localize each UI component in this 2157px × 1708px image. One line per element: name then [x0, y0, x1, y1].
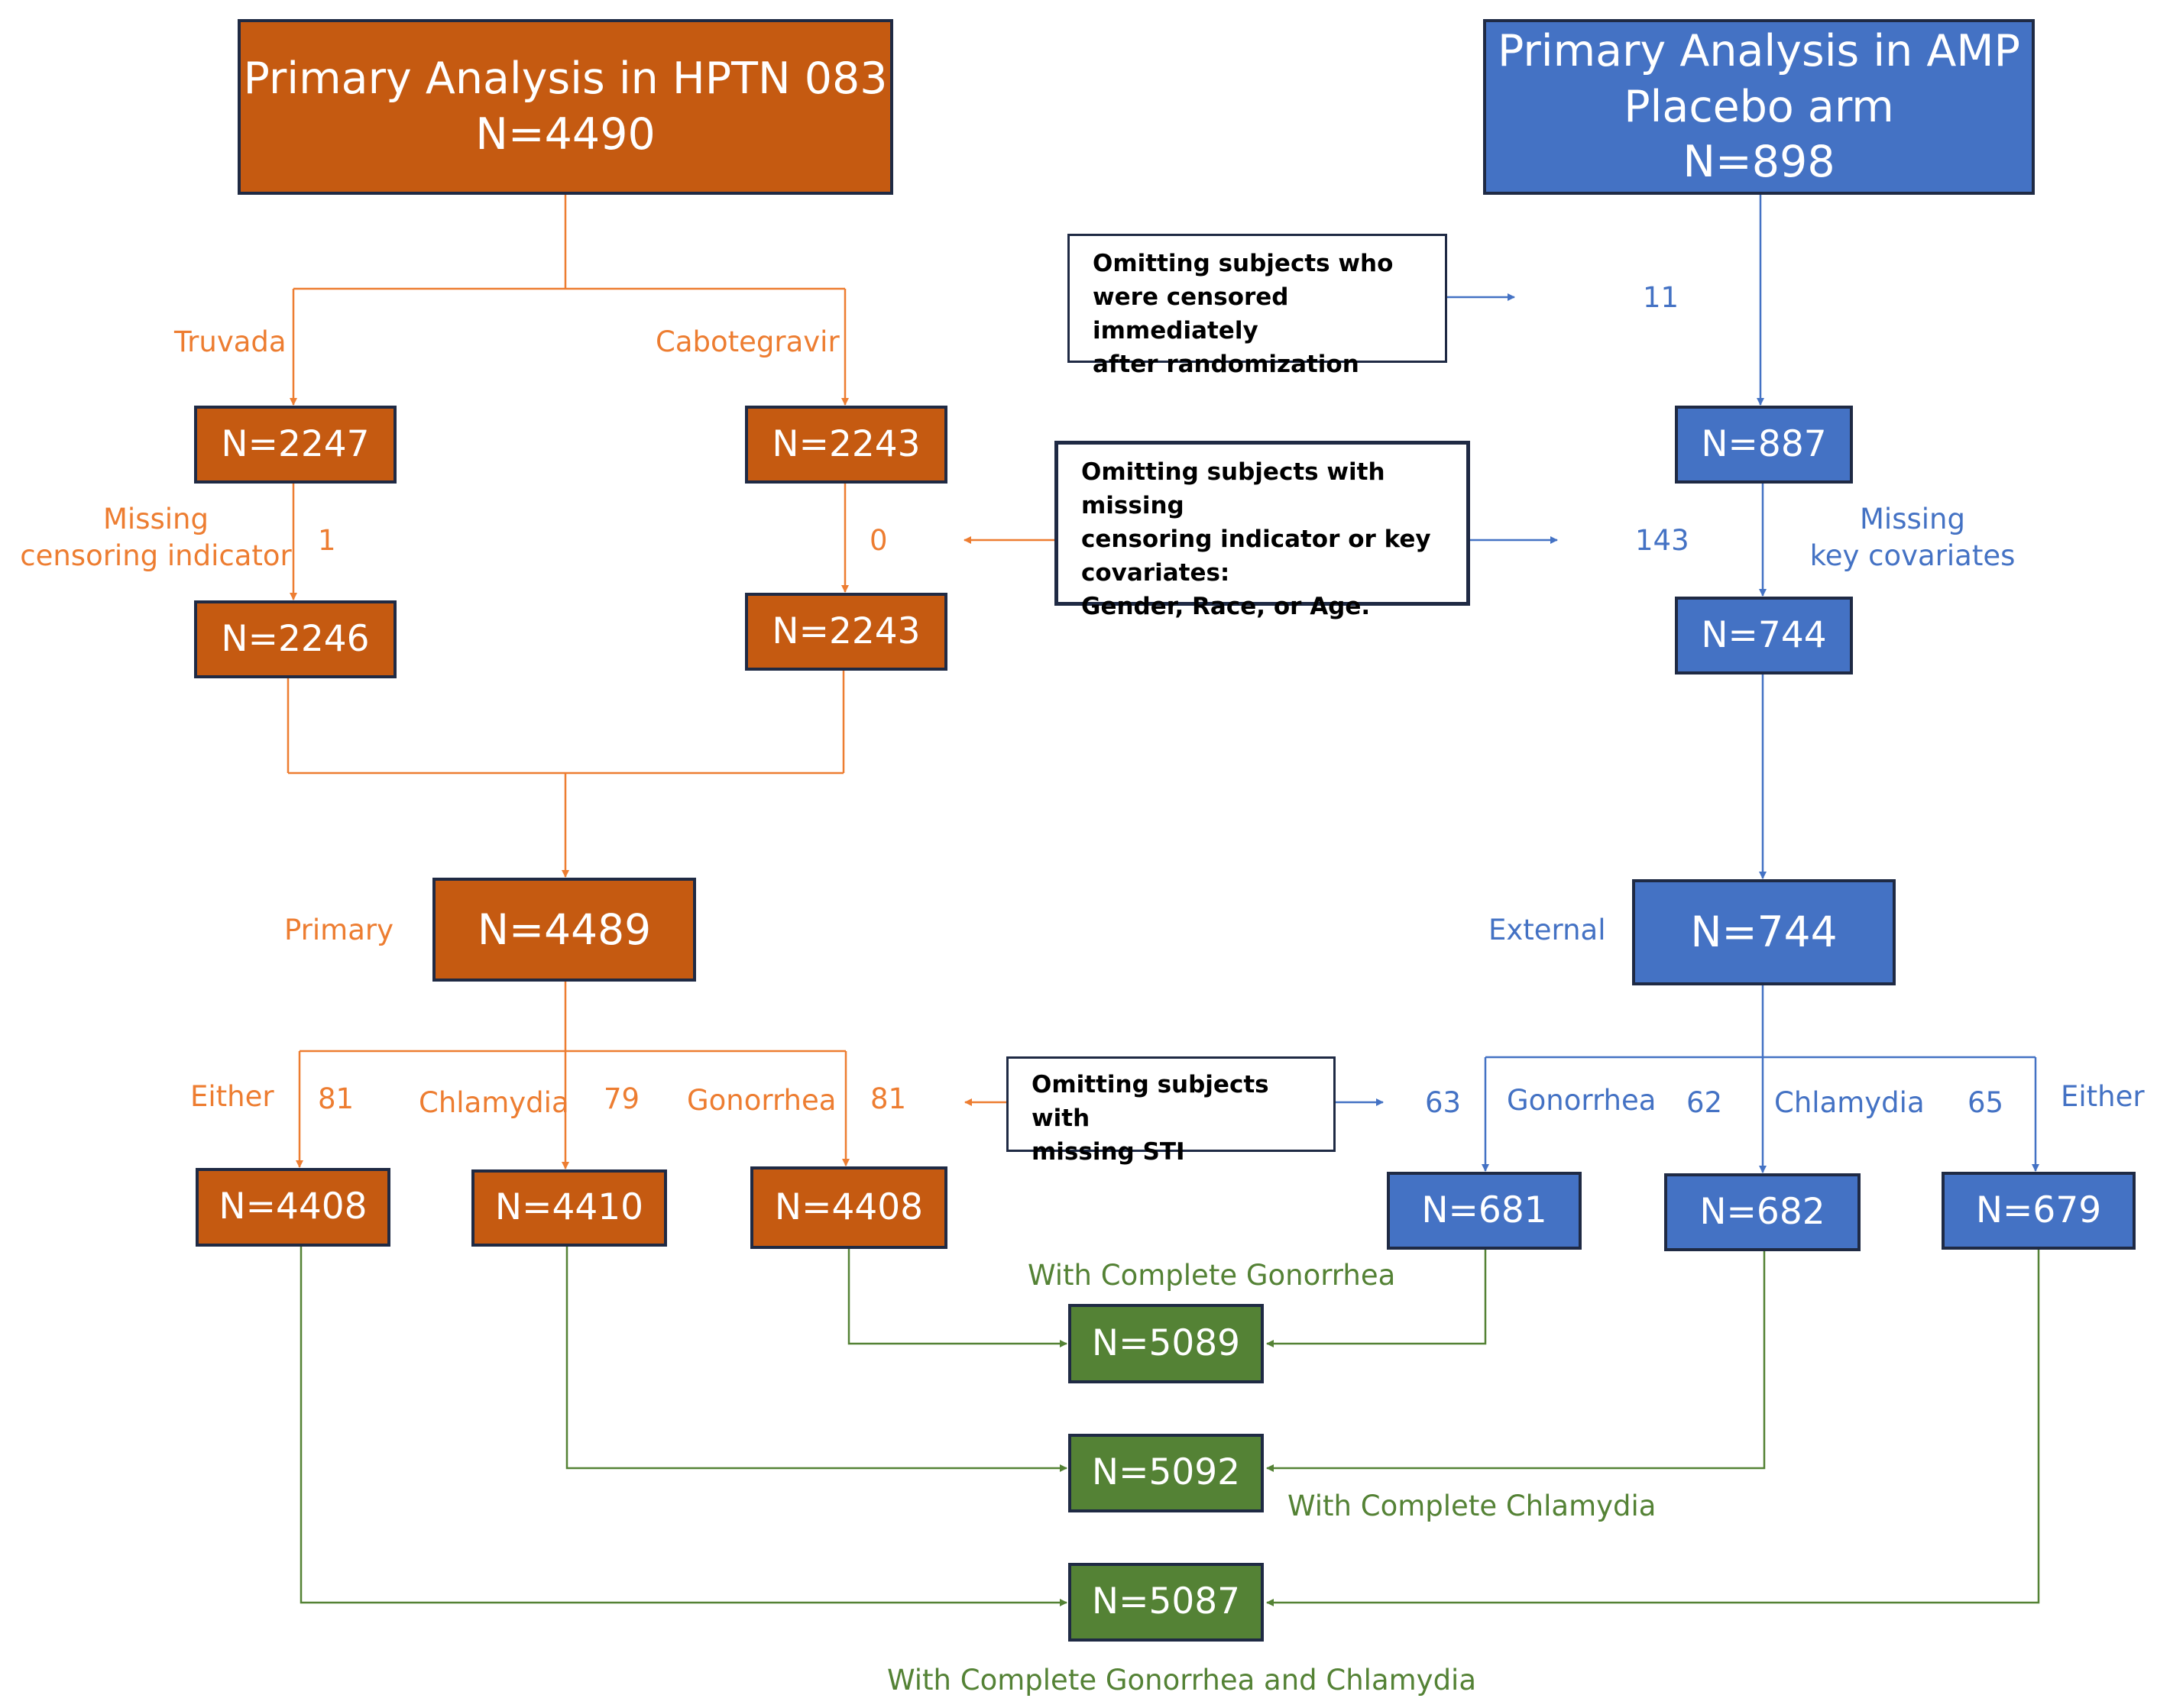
amp-either-label: Either — [2061, 1080, 2145, 1113]
hptn-chlamydia-n-box: N=4410 — [471, 1169, 667, 1247]
note-sti-line1: Omitting subjects with — [1032, 1071, 1269, 1133]
amp-title-line1: Primary Analysis in AMP — [1498, 25, 2020, 76]
amp-gonorrhea-count: 63 — [1425, 1086, 1462, 1119]
note-missing-line3: covariates: — [1081, 559, 1230, 587]
note-sti: Omitting subjects with missing STI — [1006, 1056, 1336, 1166]
hptn-header-box: Primary Analysis in HPTN 083 N=4490 — [238, 19, 893, 195]
amp-744-box: N=744 — [1675, 597, 1853, 674]
line-gon-left — [847, 1249, 1067, 1347]
note-missing-line2: censoring indicator or key — [1081, 526, 1431, 554]
note-censored-line3: after randomization — [1093, 351, 1359, 379]
primary-label: Primary — [284, 914, 394, 946]
note-missing-line4: Gender, Race, or Age. — [1081, 593, 1371, 621]
amp-missing-label-line1: Missing — [1860, 503, 1965, 535]
note-censored: Omitting subjects who were censored imme… — [1067, 234, 1447, 378]
line-chl-right — [1266, 1251, 1766, 1472]
note-sti-line2: missing STI — [1032, 1138, 1185, 1166]
truvada-n-box: N=2247 — [194, 406, 397, 484]
hptn-missing-label: Missing censoring indicator — [20, 501, 292, 574]
amp-gonorrhea-n-box: N=681 — [1387, 1172, 1582, 1250]
amp-missing-label-line2: key covariates — [1809, 539, 2016, 573]
amp-chlamydia-label: Chlamydia — [1774, 1086, 1925, 1119]
truvada-n2-box: N=2246 — [194, 600, 397, 678]
amp-n: N=898 — [1683, 137, 1835, 188]
hptn-gonorrhea-n-box: N=4408 — [750, 1166, 947, 1249]
note-missing: Omitting subjects with missing censoring… — [1054, 441, 1470, 620]
amp-missing-count: 143 — [1635, 524, 1689, 557]
note-censored-line2: were censored immediately — [1093, 283, 1289, 345]
primary-n-box: N=4489 — [432, 878, 696, 982]
cab-missing-count: 0 — [870, 524, 888, 557]
amp-header-box: Primary Analysis in AMP Placebo arm N=89… — [1483, 19, 2035, 195]
truvada-missing-count: 1 — [318, 524, 336, 557]
amp-887-box: N=887 — [1675, 406, 1853, 484]
amp-censored-count: 11 — [1643, 281, 1679, 314]
cabotegravir-label: Cabotegravir — [656, 325, 840, 358]
amp-chlamydia-n-box: N=682 — [1664, 1173, 1861, 1251]
truvada-label: Truvada — [174, 325, 287, 358]
hptn-chlamydia-count: 79 — [604, 1082, 640, 1115]
cab-n-box: N=2243 — [745, 406, 947, 484]
hptn-missing-label-line1: Missing — [103, 503, 209, 535]
combined-chlamydia-label: With Complete Chlamydia — [1287, 1490, 1657, 1522]
hptn-gonorrhea-count: 81 — [870, 1082, 907, 1115]
hptn-n: N=4490 — [475, 109, 656, 160]
combined-chlamydia-n-box: N=5092 — [1068, 1434, 1264, 1512]
note-missing-line1: Omitting subjects with missing — [1081, 458, 1385, 520]
combined-gonorrhea-label: With Complete Gonorrhea — [1028, 1259, 1396, 1292]
external-n-box: N=744 — [1632, 879, 1896, 985]
combined-both-label: With Complete Gonorrhea and Chlamydia — [887, 1664, 1477, 1697]
amp-either-count: 65 — [1968, 1086, 2004, 1119]
amp-either-n-box: N=679 — [1942, 1172, 2136, 1250]
hptn-either-label: Either — [190, 1080, 274, 1113]
line-both-left — [300, 1247, 1067, 1606]
amp-chlamydia-count: 62 — [1686, 1086, 1723, 1119]
line-both-right — [1266, 1250, 2040, 1606]
amp-title-line2: Placebo arm — [1624, 81, 1894, 132]
line-gon-right — [1266, 1250, 1487, 1347]
note-censored-line1: Omitting subjects who — [1093, 250, 1394, 277]
hptn-either-n-box: N=4408 — [196, 1168, 390, 1247]
combined-gonorrhea-n-box: N=5089 — [1068, 1304, 1264, 1383]
external-label: External — [1488, 914, 1606, 946]
hptn-title: Primary Analysis in HPTN 083 — [243, 53, 888, 105]
hptn-gonorrhea-label: Gonorrhea — [687, 1084, 837, 1117]
amp-gonorrhea-label: Gonorrhea — [1507, 1084, 1657, 1117]
hptn-chlamydia-label: Chlamydia — [419, 1086, 569, 1119]
hptn-missing-label-line2: censoring indicator — [20, 539, 292, 573]
amp-missing-label: Missing key covariates — [1810, 501, 2016, 574]
combined-both-n-box: N=5087 — [1068, 1563, 1264, 1642]
line-chl-left — [565, 1247, 1067, 1472]
cab-n2-box: N=2243 — [745, 593, 947, 671]
hptn-either-count: 81 — [318, 1082, 355, 1115]
